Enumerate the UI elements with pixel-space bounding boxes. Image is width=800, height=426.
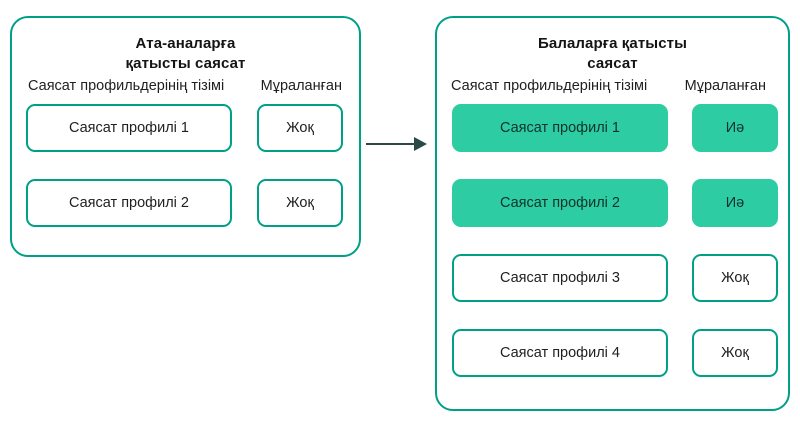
panel-child-title: Балаларға қатысты саясат bbox=[437, 34, 788, 74]
inherited-status-chip[interactable]: Жоқ bbox=[692, 329, 778, 377]
table-row: Саясат профилі 3 Жоқ bbox=[437, 254, 788, 302]
policy-profile-chip[interactable]: Саясат профилі 4 bbox=[452, 329, 668, 377]
panel-parent-title-line-2: қатысты саясат bbox=[125, 55, 246, 72]
column-caption-inherited: Мұраланған bbox=[260, 77, 342, 94]
inherited-status-chip[interactable]: Жоқ bbox=[692, 254, 778, 302]
policy-profile-chip[interactable]: Саясат профилі 1 bbox=[452, 104, 668, 152]
panel-parent-title: Ата-аналарға қатысты саясат bbox=[12, 34, 359, 74]
table-row: Саясат профилі 4 Жоқ bbox=[437, 329, 788, 377]
policy-profile-chip[interactable]: Саясат профилі 1 bbox=[26, 104, 232, 152]
column-caption-inherited: Мұраланған bbox=[684, 77, 766, 94]
panel-parent-column-captions: Саясат профильдерінің тізімі Мұраланған bbox=[26, 76, 347, 96]
policy-profile-chip[interactable]: Саясат профилі 2 bbox=[452, 179, 668, 227]
panel-child-column-captions: Саясат профильдерінің тізімі Мұраланған bbox=[449, 76, 776, 96]
table-row: Саясат профилі 2 Жоқ bbox=[12, 179, 359, 227]
panel-child-rows: Саясат профилі 1 Иә Саясат профилі 2 Иә … bbox=[437, 104, 788, 377]
table-row: Саясат профилі 1 Иә bbox=[437, 104, 788, 152]
policy-profile-chip[interactable]: Саясат профилі 3 bbox=[452, 254, 668, 302]
panel-parent-policies: Ата-аналарға қатысты саясат Саясат профи… bbox=[10, 16, 361, 257]
inherited-status-chip[interactable]: Иә bbox=[692, 179, 778, 227]
column-caption-profiles: Саясат профильдерінің тізімі bbox=[451, 77, 648, 94]
inherited-status-chip[interactable]: Иә bbox=[692, 104, 778, 152]
arrow-right-icon bbox=[366, 132, 428, 156]
panel-child-title-line-2: саясат bbox=[587, 55, 638, 72]
inherited-status-chip[interactable]: Жоқ bbox=[257, 104, 343, 152]
panel-child-policies: Балаларға қатысты саясат Саясат профильд… bbox=[435, 16, 790, 411]
panel-parent-title-line-1: Ата-аналарға bbox=[135, 35, 236, 52]
table-row: Саясат профилі 2 Иә bbox=[437, 179, 788, 227]
panel-child-title-line-1: Балаларға қатысты bbox=[538, 35, 687, 52]
panel-parent-rows: Саясат профилі 1 Жоқ Саясат профилі 2 Жо… bbox=[12, 104, 359, 227]
inherited-status-chip[interactable]: Жоқ bbox=[257, 179, 343, 227]
table-row: Саясат профилі 1 Жоқ bbox=[12, 104, 359, 152]
policy-profile-chip[interactable]: Саясат профилі 2 bbox=[26, 179, 232, 227]
column-caption-profiles: Саясат профильдерінің тізімі bbox=[28, 77, 225, 94]
